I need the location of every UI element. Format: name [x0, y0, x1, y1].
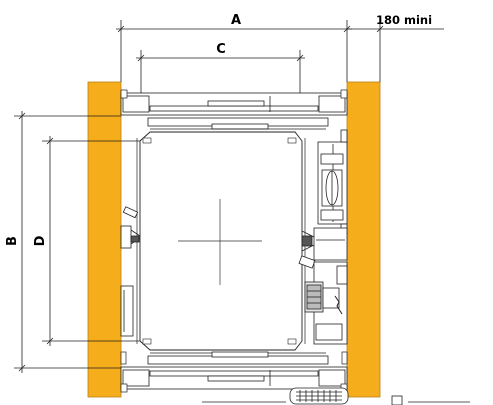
- bottom-landing-door: [120, 366, 348, 390]
- right-shaft-wall: [346, 81, 381, 398]
- dimension-c: [136, 50, 305, 100]
- car-centerlines: [178, 199, 262, 285]
- dimension-clearance-label: 180 mini: [376, 13, 432, 27]
- top-car-door: [147, 117, 329, 130]
- dimension-a-label: A: [231, 13, 241, 28]
- bottom-equipment: [202, 387, 470, 405]
- top-landing-door: [120, 92, 348, 116]
- drive-motor: [304, 261, 348, 345]
- counterweight-guide: [317, 129, 348, 235]
- right-guide-shoe: [298, 227, 348, 269]
- dimension-clearance: [347, 20, 444, 82]
- bottom-car-door: [147, 351, 329, 365]
- dimension-d: [42, 136, 140, 346]
- dimension-c-label: C: [216, 42, 226, 57]
- dimension-b-label: B: [5, 236, 20, 246]
- left-guide-rail: [120, 206, 141, 337]
- left-shaft-wall: [87, 81, 122, 398]
- dimension-d-label: D: [33, 235, 48, 246]
- dimension-a: [116, 20, 352, 82]
- dimension-b: [14, 111, 121, 373]
